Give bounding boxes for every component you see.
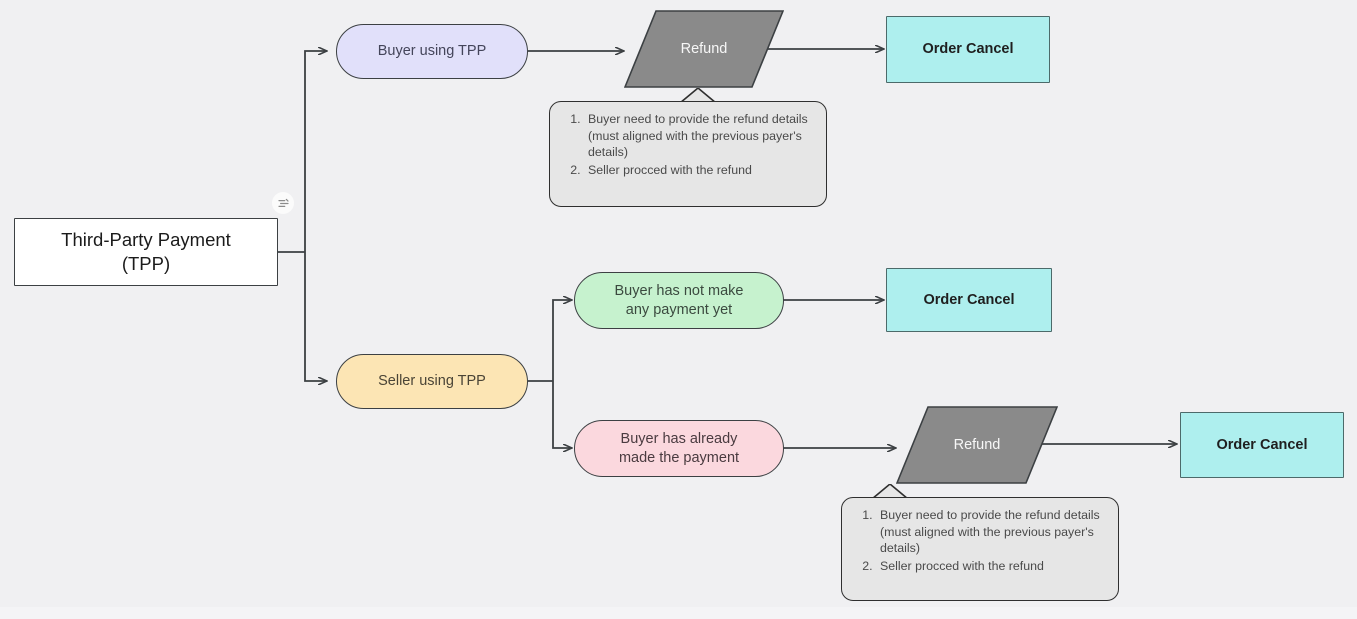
node-order-cancel-bottom[interactable]: Order Cancel <box>1180 412 1344 478</box>
refund-top-shape <box>624 10 784 88</box>
flow-branch-badge-icon[interactable] <box>272 192 294 214</box>
node-refund-top-label: Refund <box>680 40 728 57</box>
node-buyer-using-tpp-label: Buyer using TPP <box>377 43 487 60</box>
node-seller-using-tpp-label: Seller using TPP <box>378 373 486 390</box>
refund-bottom-shape <box>896 406 1058 484</box>
node-buyer-already-paid-line1: Buyer has already <box>620 430 738 447</box>
node-refund-bottom[interactable]: Refund <box>896 406 1058 484</box>
node-root-line2: (TPP) <box>121 253 171 274</box>
node-buyer-no-payment-yet[interactable]: Buyer has not make any payment yet <box>574 272 784 329</box>
note-top[interactable]: Buyer need to provide the refund details… <box>549 101 827 207</box>
node-buyer-using-tpp[interactable]: Buyer using TPP <box>336 24 528 79</box>
node-refund-bottom-label: Refund <box>953 436 1001 453</box>
branch-glyph-icon <box>277 198 289 207</box>
node-root-line1: Third-Party Payment <box>61 229 231 251</box>
node-seller-using-tpp[interactable]: Seller using TPP <box>336 354 528 409</box>
node-buyer-already-paid-line2: made the payment <box>618 449 740 466</box>
node-order-cancel-mid-label: Order Cancel <box>923 291 1015 308</box>
node-order-cancel-top[interactable]: Order Cancel <box>886 16 1050 83</box>
node-order-cancel-mid[interactable]: Order Cancel <box>886 268 1052 332</box>
node-order-cancel-bottom-label: Order Cancel <box>1216 436 1308 453</box>
note-bottom-item-2: Seller procced with the refund <box>876 558 1106 575</box>
note-bottom[interactable]: Buyer need to provide the refund details… <box>841 497 1119 601</box>
node-buyer-already-paid[interactable]: Buyer has already made the payment <box>574 420 784 477</box>
note-bottom-item-1: Buyer need to provide the refund details… <box>876 507 1106 557</box>
node-buyer-no-payment-yet-line2: any payment yet <box>625 301 733 318</box>
canvas-bottom-strip <box>0 607 1357 619</box>
note-top-item-1: Buyer need to provide the refund details… <box>584 111 814 161</box>
node-buyer-no-payment-yet-line1: Buyer has not make <box>614 282 744 299</box>
node-third-party-payment[interactable]: Third-Party Payment (TPP) <box>14 218 278 286</box>
node-refund-top[interactable]: Refund <box>624 10 784 88</box>
note-top-item-2: Seller procced with the refund <box>584 162 814 179</box>
node-order-cancel-top-label: Order Cancel <box>922 41 1014 58</box>
